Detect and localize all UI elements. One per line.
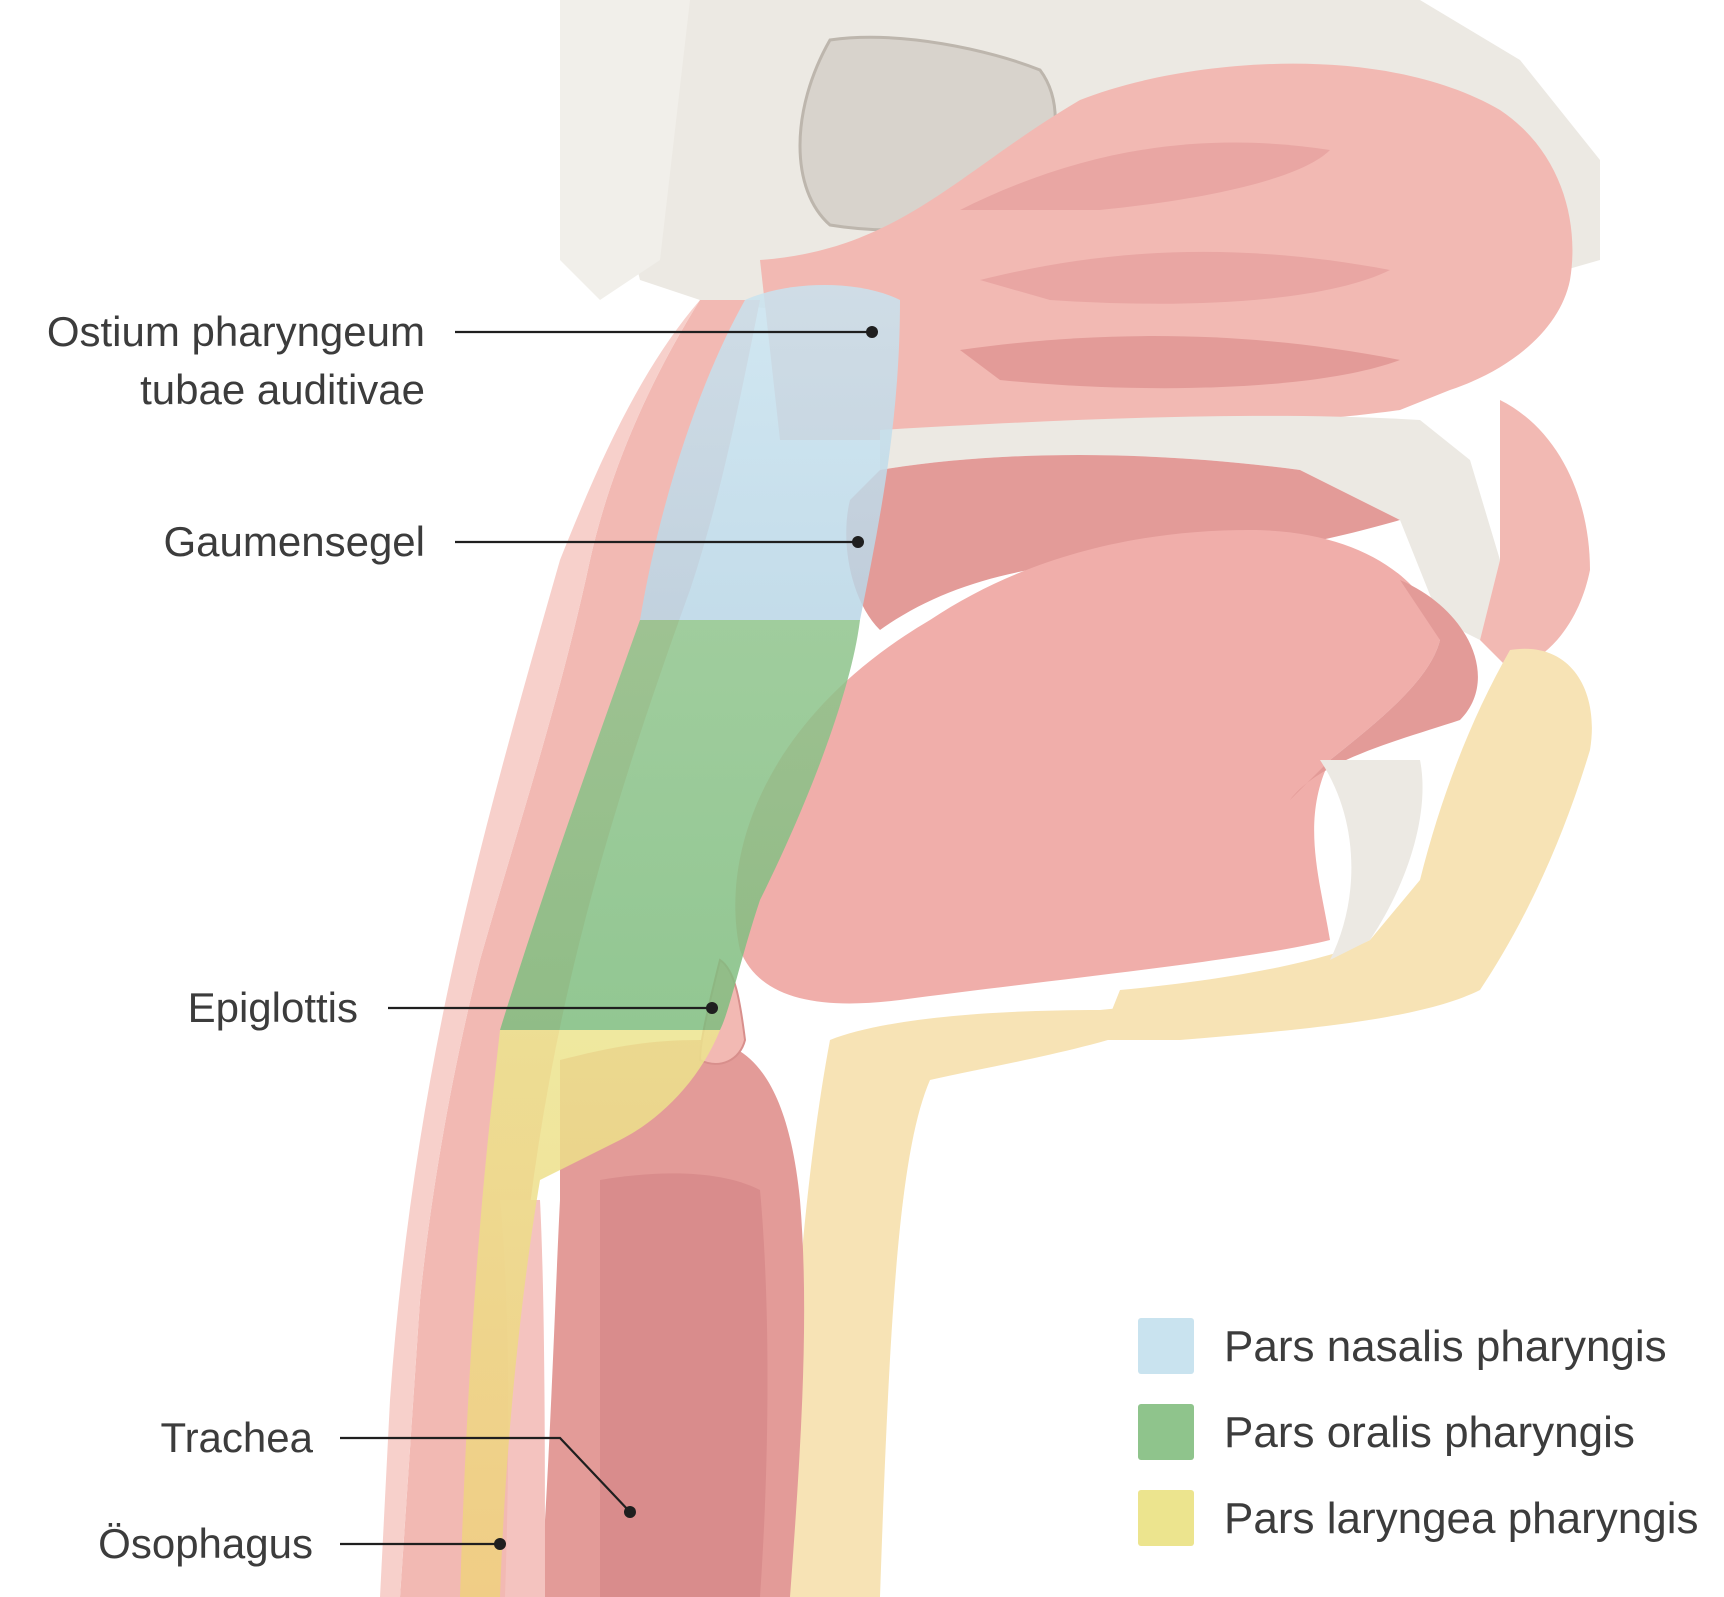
mandible [1320, 760, 1423, 960]
trachea-lumen [600, 1173, 768, 1597]
anterior-neck-fat [780, 1000, 1200, 1597]
region-nasal [640, 285, 900, 620]
leader-epiglottis [388, 1002, 718, 1014]
legend-swatch-laryngeal [1138, 1490, 1194, 1546]
nasal-concha-upper [960, 142, 1330, 210]
region-laryngeal [460, 1030, 720, 1597]
legend-label-nasal: Pars nasalis pharyngis [1224, 1322, 1667, 1371]
skull-surface [560, 0, 690, 300]
leader-oesophagus [340, 1538, 506, 1550]
label-ostium-line2: tubae auditivae [140, 366, 425, 413]
hard-palate [880, 415, 1500, 640]
legend-label-laryngeal: Pars laryngea pharyngis [1224, 1494, 1698, 1543]
label-gaumensegel: Gaumensegel [164, 518, 426, 565]
leader-ostium [455, 326, 878, 338]
region-oral [500, 620, 860, 1030]
legend-swatch-nasal [1138, 1318, 1194, 1374]
leader-trachea [340, 1436, 636, 1518]
nasal-concha-lower [960, 336, 1400, 389]
upper-lip [1480, 400, 1590, 670]
tongue-tip [1290, 580, 1478, 800]
legend: Pars nasalis pharyngis Pars oralis phary… [1138, 1318, 1698, 1546]
label-trachea: Trachea [160, 1414, 313, 1461]
lower-lip-chin [1100, 648, 1592, 1040]
legend-swatch-oral [1138, 1404, 1194, 1460]
leader-gaumensegel [455, 536, 864, 548]
legend-label-oral: Pars oralis pharyngis [1224, 1408, 1635, 1457]
label-ostium-line1: Ostium pharyngeum [47, 308, 425, 355]
label-epiglottis: Epiglottis [188, 984, 358, 1031]
nasal-cavity [760, 63, 1573, 440]
nasal-concha-middle [980, 251, 1390, 304]
label-oesophagus: Ösophagus [98, 1520, 313, 1567]
tongue [735, 530, 1440, 1004]
